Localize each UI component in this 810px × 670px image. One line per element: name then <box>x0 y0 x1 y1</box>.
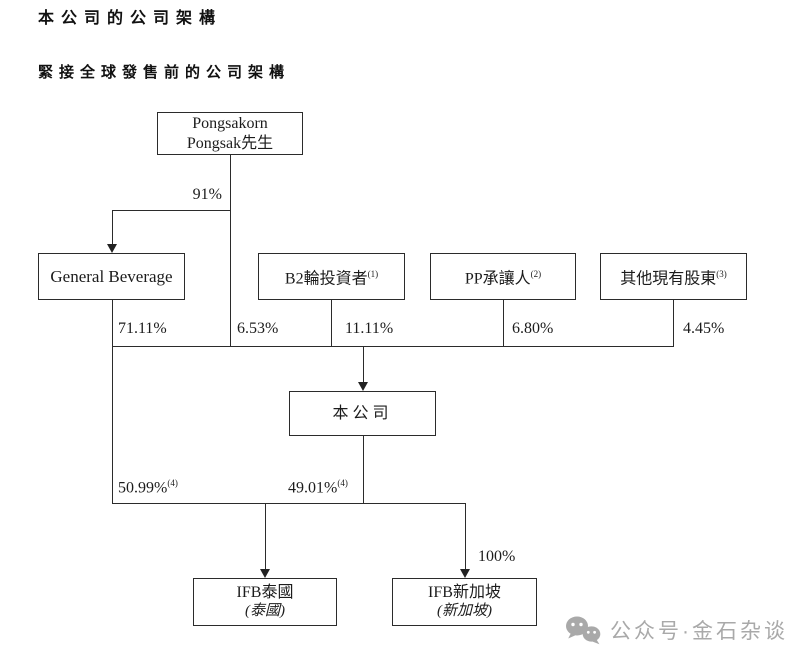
edge-gb-column-line <box>112 300 113 504</box>
node-other-existing-shareholders: 其他現有股東(3) <box>600 253 747 300</box>
footnote-ref-3: (3) <box>716 268 727 279</box>
node-label-text: PP承讓人 <box>464 270 531 288</box>
node-label: IFB新加坡 <box>428 584 501 601</box>
node-pongsakorn-pongsak: Pongsakorn Pongsak先生 <box>157 112 303 155</box>
footnote-ref-2: (2) <box>530 268 542 279</box>
percent-gb-to-company: 71.11% <box>118 320 167 337</box>
percent-b2-to-company: 11.11% <box>345 320 394 337</box>
node-ifb-singapore: IFB新加坡 (新加坡) <box>392 578 537 626</box>
percent-value: 49.01% <box>288 479 338 497</box>
percent-value: 50.99% <box>118 479 168 497</box>
section-subtitle: 緊接全球發售前的公司架構 <box>38 64 291 81</box>
arrow-into-ifb-thailand <box>260 569 270 578</box>
node-pp-transferee: PP承讓人(2) <box>430 253 576 300</box>
edge-others-drop-line <box>673 300 674 346</box>
edge-pongsakorn-to-gb-vline <box>112 210 113 244</box>
node-sublabel: (新加坡) <box>437 603 492 619</box>
footnote-ref-1: (1) <box>367 268 379 279</box>
percent-pongsakorn-to-company: 6.53% <box>237 320 279 337</box>
watermark-text: 公众号·金石杂谈 <box>610 620 788 643</box>
shareholders-bus-line <box>112 346 674 347</box>
node-general-beverage: General Beverage <box>38 253 185 300</box>
percent-pongsakorn-to-gb: 91% <box>192 186 222 203</box>
edge-bus-to-company-line <box>363 346 364 382</box>
node-label-text: B2輪投資者 <box>284 270 368 288</box>
percent-company-to-ifb-singapore: 49.01%(4) <box>288 478 348 497</box>
arrow-into-general-beverage <box>107 244 117 253</box>
node-company: 本公司 <box>289 391 436 436</box>
node-label: B2輪投資者(1) <box>285 264 378 289</box>
node-label: General Beverage <box>50 266 173 286</box>
node-label: IFB泰國 <box>236 584 294 601</box>
footnote-ref-4: (4) <box>167 478 178 488</box>
node-ifb-thailand: IFB泰國 (泰國) <box>193 578 337 626</box>
subsidiaries-bus-line <box>112 503 466 504</box>
edge-ifb-thailand-drop-line <box>265 503 266 569</box>
edge-pp-drop-line <box>503 300 504 346</box>
node-label: 其他現有股東(3) <box>620 264 727 289</box>
percent-company-to-ifb-thailand: 50.99%(4) <box>118 478 178 497</box>
edge-b2-drop-line <box>331 300 332 346</box>
edge-ifb-singapore-drop-line <box>465 503 466 569</box>
node-label-line2: Pongsak先生 <box>186 134 274 152</box>
arrow-into-company <box>358 382 368 391</box>
node-label: PP承讓人(2) <box>465 264 541 289</box>
percent-others-to-company: 4.45% <box>683 320 725 337</box>
node-sublabel: (泰國) <box>245 603 285 619</box>
edge-pongsakorn-stem-line <box>230 155 231 346</box>
arrow-into-ifb-singapore <box>460 569 470 578</box>
node-label-line1: Pongsakorn <box>192 114 268 132</box>
node-label: 本公司 <box>332 404 393 422</box>
page-title: 本公司的公司架構 <box>38 10 223 27</box>
edge-pongsakorn-to-gb-hline <box>112 210 231 211</box>
node-b2-round-investors: B2輪投資者(1) <box>258 253 405 300</box>
watermark: 公众号·金石杂谈 <box>564 615 788 645</box>
percent-pp-to-company: 6.80% <box>512 320 554 337</box>
footnote-ref-4: (4) <box>337 478 348 488</box>
wechat-icon <box>566 616 601 645</box>
node-label-text: 其他現有股東 <box>620 270 717 288</box>
edge-company-stem-line <box>363 436 364 504</box>
percent-ifb-singapore-ownership: 100% <box>478 548 516 565</box>
